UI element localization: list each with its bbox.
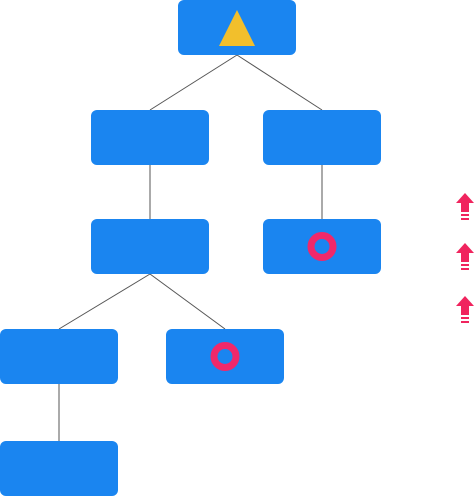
node-box [0,329,118,384]
tree-node-root[interactable] [178,0,296,55]
tree-node-right[interactable] [263,110,381,165]
edge-root-right [236,54,323,111]
node-box [263,110,381,165]
node-box [0,441,118,496]
tree-node-left-child[interactable] [91,219,209,274]
up-arrow-icon [456,193,474,220]
triangle-icon [219,10,255,46]
edge-root-left [149,54,238,111]
node-box [91,110,209,165]
arrow-column [456,193,474,323]
nodes-layer [0,0,381,496]
tree-node-left-right[interactable] [166,329,284,384]
ring-icon [210,342,240,371]
tree-node-left-left[interactable] [0,329,118,384]
edge-left-child-left-left [58,273,151,330]
edge-left-child-left-right [149,273,226,330]
ring-icon [307,232,337,261]
edges-layer [58,54,323,441]
tree-node-right-child[interactable] [263,219,381,274]
tree-node-leaf[interactable] [0,441,118,496]
node-box [91,219,209,274]
node-box [263,219,381,274]
tree-node-left[interactable] [91,110,209,165]
up-arrow-icon [456,296,474,323]
node-box [166,329,284,384]
up-arrow-icon [456,243,474,270]
